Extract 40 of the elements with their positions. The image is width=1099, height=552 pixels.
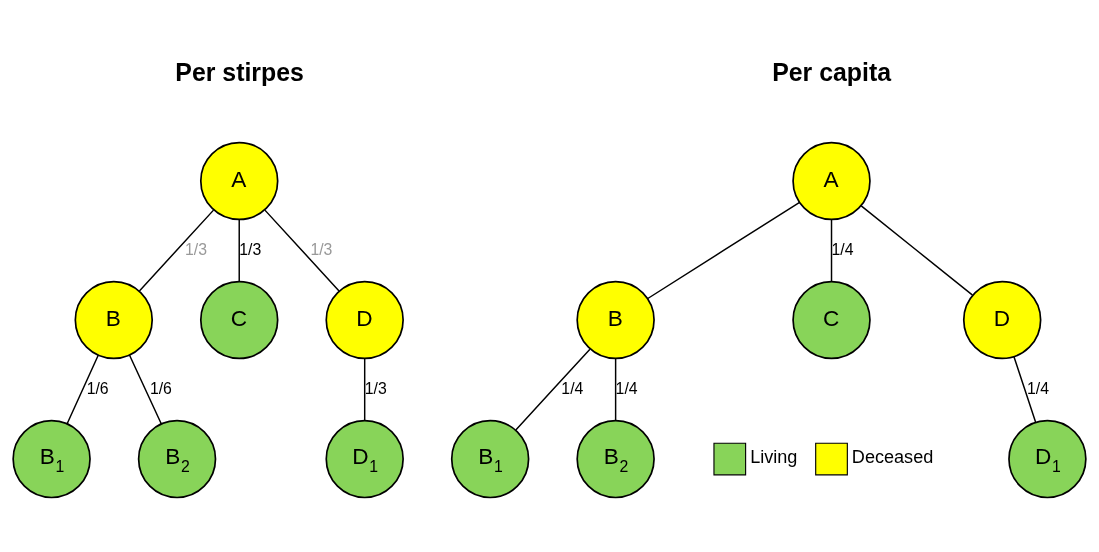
connector (830, 218, 833, 282)
label: Per capita (772, 57, 892, 86)
connector (238, 218, 240, 282)
connector (515, 347, 591, 431)
node-circle: A (792, 141, 871, 220)
connector (614, 357, 617, 421)
node-circle: B (576, 280, 655, 359)
node-circle: B (74, 280, 154, 359)
connector (860, 204, 974, 296)
node-circle: C (792, 280, 871, 359)
legend-label: Deceased (851, 446, 934, 467)
connector (138, 208, 215, 292)
edge-label: 1/4 (1027, 379, 1050, 397)
edge-label: 1/4 (615, 379, 638, 397)
connector (1013, 355, 1037, 423)
edge-label: 1/3 (239, 240, 262, 258)
node-circle: D$_{1}$ (1008, 419, 1087, 498)
node-circle: B$_{1}$ (450, 419, 530, 498)
edge-label: 1/6 (86, 379, 109, 397)
connector (647, 201, 800, 299)
connector (128, 354, 162, 424)
edge-label: 1/6 (149, 379, 172, 397)
node-circle: D$_{1}$ (325, 419, 404, 498)
node-circle: D (962, 280, 1042, 359)
legend-label: Living (750, 446, 798, 467)
edge-label: 1/4 (561, 379, 584, 397)
edge-label: 1/3 (310, 240, 333, 258)
edge-label: 1/3 (184, 240, 207, 258)
edge-label: 1/4 (831, 240, 854, 258)
node-circle: B$_{2}$ (137, 419, 217, 498)
node-circle: A (199, 141, 279, 220)
node-circle: B$_{1}$ (12, 419, 91, 498)
connector (66, 354, 99, 424)
label: Per stirpes (175, 57, 304, 86)
edge-label: 1/3 (364, 379, 387, 397)
node-circle: B$_{2}$ (576, 419, 655, 498)
node-circle: C (199, 280, 279, 359)
node-circle: D (325, 280, 404, 359)
connector (363, 357, 366, 421)
connector (264, 208, 340, 292)
